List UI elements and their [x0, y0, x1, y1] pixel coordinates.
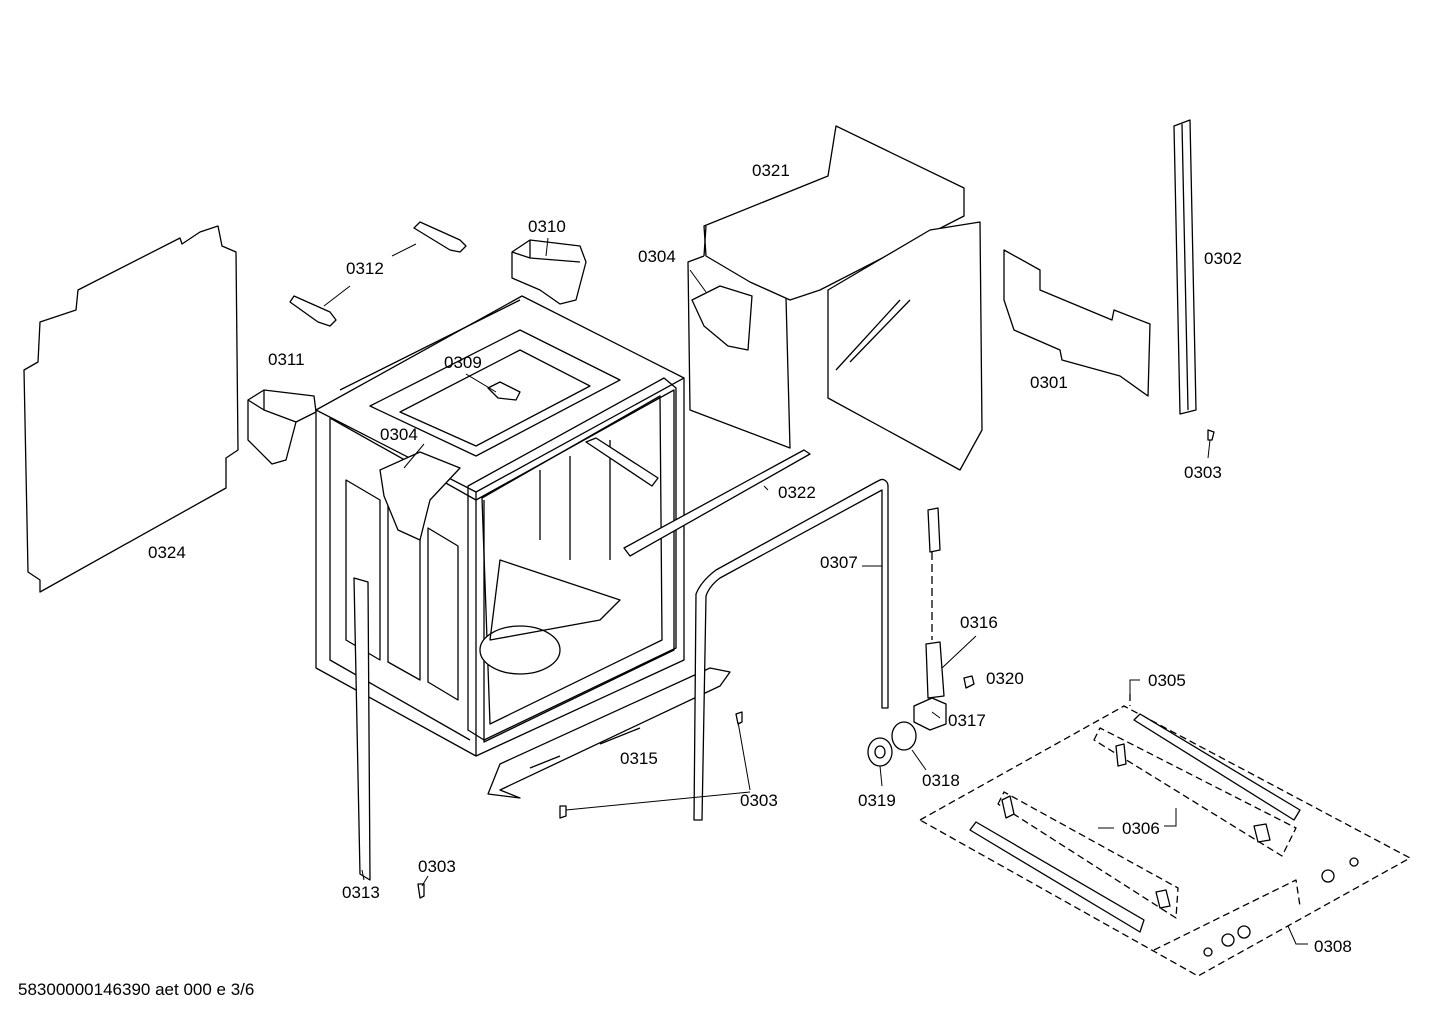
label-0324: 0324 [148, 543, 186, 562]
label-0304-lower: 0304 [380, 425, 418, 444]
part-0308-fitting-1 [1321, 869, 1335, 883]
part-0311-bracket [247, 389, 317, 465]
document-id-footer: 58300000146390 aet 000 e 3/6 [18, 980, 255, 999]
label-0320: 0320 [986, 669, 1024, 688]
part-0301-bracket [1003, 249, 1151, 397]
screw-0320 [963, 675, 975, 689]
part-0322-strip [623, 449, 811, 557]
label-0318: 0318 [922, 771, 960, 790]
label-0302: 0302 [1204, 249, 1242, 268]
screw-0303-c [559, 805, 567, 819]
label-0305: 0305 [1148, 671, 1186, 690]
part-tub-body [315, 295, 685, 757]
part-0304-bracket-tub [379, 451, 461, 541]
label-0312: 0312 [346, 259, 384, 278]
part-hinge-bar [585, 437, 659, 487]
part-0315-base-plate [487, 667, 731, 799]
label-0304-upper: 0304 [638, 247, 676, 266]
part-0313-strip [353, 577, 371, 881]
part-0305-rail [1133, 713, 1301, 821]
label-0306: 0306 [1122, 819, 1160, 838]
part-0318-ring [891, 721, 917, 751]
label-0303-right: 0303 [1184, 463, 1222, 482]
label-0322: 0322 [778, 483, 816, 502]
label-0321: 0321 [752, 161, 790, 180]
label-0309: 0309 [444, 353, 482, 372]
label-0310: 0310 [528, 217, 566, 236]
label-0311: 0311 [268, 350, 305, 369]
part-0324-side-panel [23, 225, 239, 593]
label-0316: 0316 [960, 613, 998, 632]
label-0317: 0317 [948, 711, 986, 730]
label-0303-bottom: 0303 [418, 857, 456, 876]
screw-0303-b [735, 711, 743, 725]
screw-0303-d [417, 883, 425, 899]
label-0303-middle: 0303 [740, 791, 778, 810]
screw-0303-a [1207, 429, 1215, 441]
label-0313: 0313 [342, 883, 380, 902]
part-0306-rail [969, 821, 1145, 933]
part-0312-clip-lower [289, 295, 337, 327]
label-0319: 0319 [858, 791, 896, 810]
label-0307: 0307 [820, 553, 858, 572]
part-0319-cap [867, 737, 893, 767]
part-0309-clip [487, 381, 521, 401]
part-0310-bracket [511, 239, 587, 305]
part-0307-seal [693, 478, 889, 821]
part-0312-clip-upper [413, 221, 467, 253]
part-0316-hose [927, 507, 941, 553]
label-0308: 0308 [1314, 937, 1352, 956]
part-0317-elbow [913, 697, 947, 731]
label-0315: 0315 [620, 749, 658, 768]
label-0301: 0301 [1030, 373, 1068, 392]
